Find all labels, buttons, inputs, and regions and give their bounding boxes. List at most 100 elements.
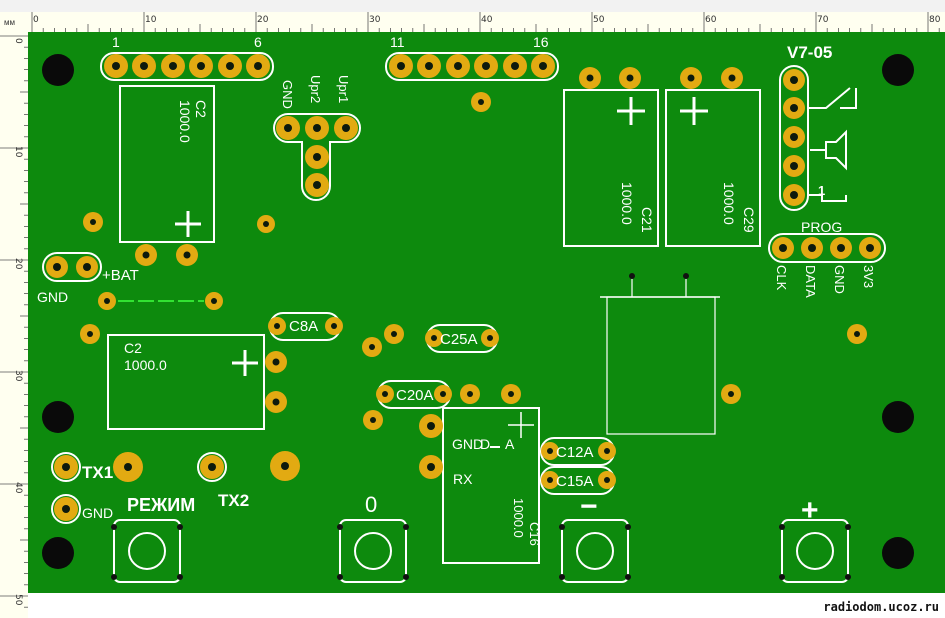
- ruler-top-label: 30: [369, 15, 381, 25]
- mounting-hole: [42, 537, 74, 569]
- cap-c2-mid-plus: [232, 350, 258, 376]
- ruler-left-label: 50: [13, 594, 23, 606]
- header-11-16-pads: [389, 54, 555, 78]
- header-6-label: 6: [254, 34, 262, 50]
- button-minus[interactable]: [559, 519, 631, 583]
- mounting-hole: [882, 401, 914, 433]
- tx2-label: TX2: [218, 491, 249, 510]
- cap-c29-value: 1000.0: [721, 182, 737, 225]
- pin-label-gnd: GND: [280, 80, 295, 109]
- c25a-label: C25A: [440, 331, 478, 348]
- c15a-label: C15A: [556, 473, 594, 490]
- cap-c2-mid-name: C2: [124, 340, 142, 356]
- cap-c2-mid-value: 1000.0: [124, 357, 167, 373]
- cap-c2-top-name: C2: [193, 100, 209, 118]
- ruler-left-label: 10: [13, 146, 23, 158]
- mounting-hole: [882, 537, 914, 569]
- gnd-bottom-label: GND: [82, 505, 113, 521]
- ruler-top-ticks: [31, 12, 940, 32]
- ruler-left-label: 40: [13, 482, 23, 494]
- pcb-substrate: [28, 32, 945, 593]
- tx2-outline: [197, 452, 227, 482]
- switch-symbol: [808, 87, 857, 109]
- prog-pin-gnd: GND: [832, 265, 847, 294]
- ruler-top: 0 10 20 30 40 50 60 70 80: [28, 12, 945, 33]
- pcb-board: 1 6 11 16 GND Upr2 Upr1 C2 1000.0 +BAT G…: [28, 32, 945, 618]
- cap-c16-name: C16: [527, 522, 542, 546]
- c8a-label: C8A: [289, 318, 318, 335]
- upr-outline: [273, 113, 361, 201]
- cap-c2-top-value: 1000.0: [177, 100, 193, 143]
- prog-pin-data: DATA: [803, 265, 818, 298]
- ruler-left-label: 30: [13, 370, 23, 382]
- connector-pin1-label: 1: [818, 183, 825, 198]
- connector-outline: [779, 65, 809, 211]
- crystal-lead-end: [629, 273, 635, 279]
- ruler-left-ticks: [0, 35, 28, 608]
- header-11-16-outline: [385, 52, 559, 81]
- module-rx: RX: [453, 471, 473, 487]
- header-11-label: 11: [390, 34, 405, 50]
- button-mode[interactable]: [111, 519, 183, 583]
- button-zero-label: 0: [365, 492, 377, 517]
- c20a-label: C20A: [396, 387, 434, 404]
- board-outside: [28, 593, 945, 618]
- ruler-top-label: 0: [33, 15, 39, 25]
- button-plus-label: +: [801, 494, 819, 527]
- cap-c21-outline: [563, 89, 659, 247]
- crystal-lead-end: [683, 273, 689, 279]
- board-title: V7-05: [787, 43, 832, 62]
- speaker-icon: [810, 129, 847, 171]
- cap-c29-outline: [665, 89, 761, 247]
- cap-c29-name: C29: [741, 207, 757, 233]
- gnd-pad-outline: [51, 494, 81, 524]
- ruler-top-label: 40: [481, 15, 493, 25]
- module-outline: [442, 407, 540, 564]
- ground-symbol: [808, 194, 847, 202]
- ruler-top-label: 20: [257, 15, 269, 25]
- prog-outline: [768, 233, 886, 263]
- pin-label-upr2: Upr2: [308, 75, 323, 103]
- ruler-left: 0 10 20 30 40 50: [0, 32, 29, 618]
- upr-pads: [276, 116, 358, 197]
- ruler-left-label: 0: [13, 38, 23, 44]
- c12a-label: C12A: [556, 444, 594, 461]
- connector-pads: [783, 69, 805, 206]
- module-pin-d: D: [480, 436, 490, 452]
- cap-c21-value: 1000.0: [619, 182, 635, 225]
- prog-label: PROG: [801, 219, 842, 235]
- ruler-top-label: 80: [929, 15, 941, 25]
- tx1-outline: [51, 452, 81, 482]
- cap-c21-name: C21: [639, 207, 655, 233]
- ruler-unit: мм: [0, 12, 29, 33]
- header-16-label: 16: [533, 34, 549, 50]
- cap-c2-top-plus: [175, 211, 201, 237]
- prog-pads: [772, 237, 881, 259]
- mounting-hole: [882, 54, 914, 86]
- module-pin-gnd: GND: [452, 436, 483, 452]
- battery-outline: [42, 252, 102, 282]
- prog-pin-clk: CLK: [774, 265, 789, 291]
- header-1-6-pads: [104, 54, 270, 78]
- header-1-label: 1: [112, 34, 120, 50]
- battery-plus-label: +BAT: [102, 267, 139, 284]
- module-pin-a: A: [505, 436, 515, 452]
- mounting-hole: [42, 54, 74, 86]
- header-1-6-outline: [100, 52, 274, 81]
- button-minus-label: −: [580, 490, 598, 523]
- button-zero[interactable]: [337, 519, 409, 583]
- button-mode-label: РЕЖИМ: [127, 495, 195, 515]
- ruler-top-label: 50: [593, 15, 605, 25]
- pin-label-upr1: Upr1: [336, 75, 351, 103]
- ruler-top-label: 10: [145, 15, 157, 25]
- cap-c16-value: 1000.0: [511, 498, 526, 538]
- cap-c21-plus: [617, 97, 645, 125]
- tx1-label: TX1: [82, 463, 113, 482]
- battery-gnd-label: GND: [37, 289, 68, 305]
- prog-pin-3v3: 3V3: [861, 265, 876, 288]
- mounting-hole: [42, 401, 74, 433]
- cap-c2-top-outline: [119, 85, 215, 243]
- cap-c29-plus: [680, 97, 708, 125]
- ruler-left-label: 20: [13, 258, 23, 270]
- button-plus[interactable]: [779, 519, 851, 583]
